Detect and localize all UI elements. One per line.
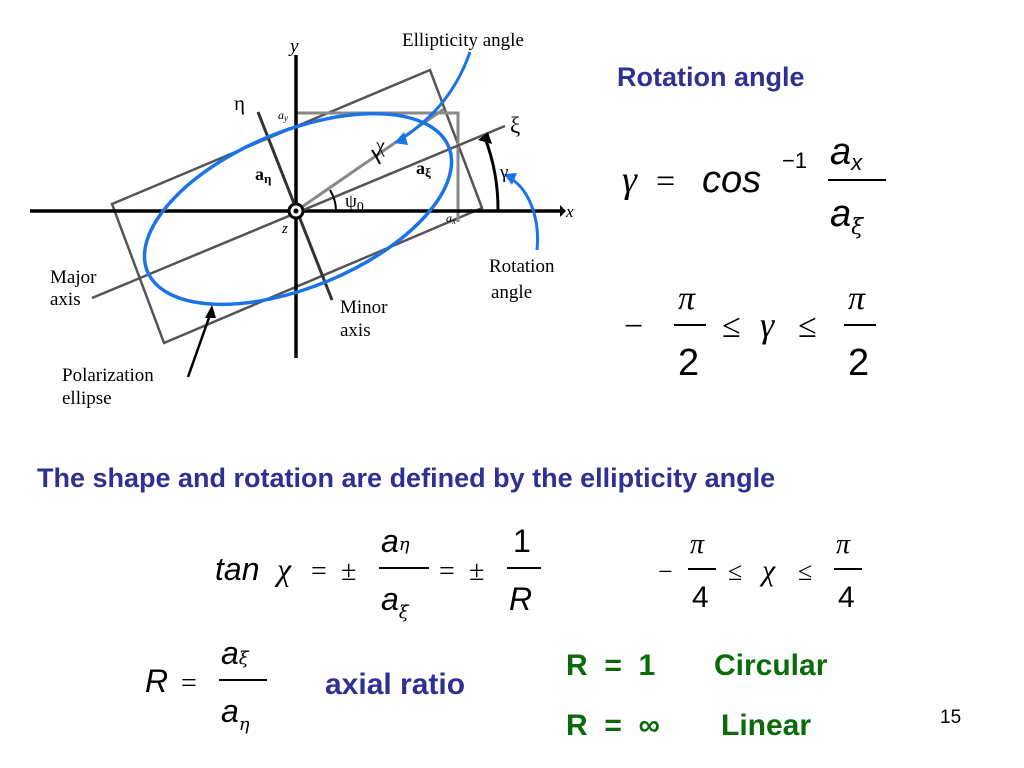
tan-num: aη	[381, 523, 410, 559]
major-axis-label-2: axis	[50, 289, 81, 310]
rotation-angle-label-2: angle	[491, 282, 532, 303]
R-denominator: aη	[221, 693, 250, 735]
ellipse-pointer	[186, 311, 213, 378]
chi-range-chi: χ	[759, 554, 776, 587]
chi-range-four-right: 4	[838, 581, 855, 614]
range-pi-left: π	[678, 280, 696, 317]
tan-equals-1: =	[311, 556, 327, 587]
chi-range-minus: −	[658, 557, 673, 586]
circular-case-label: Circular	[714, 649, 828, 682]
chi-range: − π 4 ≤ χ ≤ π 4	[658, 529, 862, 614]
range-minus: −	[624, 308, 643, 345]
x-axis-arrow	[560, 205, 566, 217]
gamma-label: γ	[499, 162, 508, 183]
linear-case-lhs: R = ∞	[566, 709, 660, 742]
z-axis-label: z	[281, 221, 288, 237]
tan-den: aξ	[381, 581, 410, 623]
origin-dot	[293, 208, 299, 214]
polarization-label-1: Polarization	[62, 365, 154, 386]
tan-pm-1: ±	[341, 556, 356, 587]
ellipticity-angle-label: Ellipticity angle	[402, 30, 524, 51]
tan-pm-2: ±	[469, 556, 484, 587]
tan-formula: tan χ = ± aη aξ = ± 1 R	[215, 523, 541, 623]
x-axis-label: x	[565, 202, 574, 221]
rotation-formula: γ = cos −1 ax aξ	[622, 131, 886, 240]
rotation-angle-label-1: Rotation	[489, 256, 555, 277]
R-symbol: R	[145, 663, 168, 699]
range-two-right: 2	[848, 342, 869, 384]
range-pi-right: π	[848, 280, 866, 317]
chi-range-pi-right: π	[836, 529, 851, 560]
ellipse-pointer-head	[205, 305, 216, 318]
polarization-ellipse	[142, 111, 454, 307]
gamma-symbol: γ	[622, 159, 638, 201]
chi-arc	[371, 149, 381, 165]
chi-range-leq-right: ≤	[798, 557, 812, 586]
projection-box	[296, 111, 460, 222]
R-numerator: aξ	[221, 635, 250, 671]
ellipticity-pointer-head	[394, 132, 408, 145]
gamma-arrowhead	[478, 132, 492, 144]
tan-one: 1	[513, 523, 531, 559]
polarization-label-2: ellipse	[62, 388, 112, 409]
rotation-pointer	[509, 176, 540, 251]
tan-equals-2: =	[439, 556, 455, 587]
R-equals: =	[181, 668, 197, 699]
psi0-arc	[329, 189, 337, 212]
equals-sign: =	[656, 163, 675, 200]
rotation-pointer-head	[504, 173, 517, 185]
polarization-diagram: y x z η ξ Ellipticity angle χ γ ψ0 aη aξ…	[30, 30, 574, 409]
psi0-label: ψ0	[345, 191, 364, 215]
bounding-rectangle	[110, 68, 484, 345]
a-x-label: ax	[446, 211, 456, 226]
axial-ratio-caption: axial ratio	[325, 668, 466, 701]
rotation-angle-heading: Rotation angle	[617, 62, 805, 92]
chi-range-four-left: 4	[692, 581, 709, 614]
y-axis-label: y	[288, 36, 299, 57]
a-y-label: ay	[278, 108, 288, 123]
circular-case-lhs: R = 1	[566, 649, 656, 682]
range-leq-left: ≤	[722, 308, 741, 345]
ellipticity-pointer	[399, 51, 472, 142]
tan-chi: χ	[274, 551, 292, 587]
fraction-denominator: aξ	[830, 193, 865, 240]
shape-heading: The shape and rotation are defined by th…	[37, 463, 776, 493]
gamma-range: − π 2 ≤ γ ≤ π 2	[624, 280, 876, 384]
range-two-left: 2	[678, 342, 699, 384]
major-axis-label-1: Major	[50, 267, 97, 288]
range-gamma: γ	[760, 305, 775, 345]
minor-axis-label-1: Minor	[340, 297, 388, 318]
tan-text: tan	[215, 551, 259, 587]
a-eta-label: aη	[255, 164, 271, 186]
chi-range-pi-left: π	[690, 529, 705, 560]
cos-exponent: −1	[782, 148, 807, 173]
minor-axis-label-2: axis	[340, 320, 371, 341]
range-leq-right: ≤	[798, 308, 817, 345]
xi-label: ξ	[510, 113, 520, 138]
chi-label: χ	[375, 135, 385, 157]
page-number: 15	[940, 707, 962, 728]
chi-range-leq-left: ≤	[728, 557, 742, 586]
cos-text: cos	[702, 159, 761, 201]
a-xi-label: aξ	[416, 158, 431, 180]
tan-R: R	[509, 581, 532, 617]
linear-case-label: Linear	[721, 709, 812, 742]
fraction-numerator: ax	[830, 131, 863, 175]
R-formula: R = aξ aη	[145, 635, 267, 735]
eta-label: η	[234, 91, 245, 115]
gamma-arc	[483, 137, 500, 212]
